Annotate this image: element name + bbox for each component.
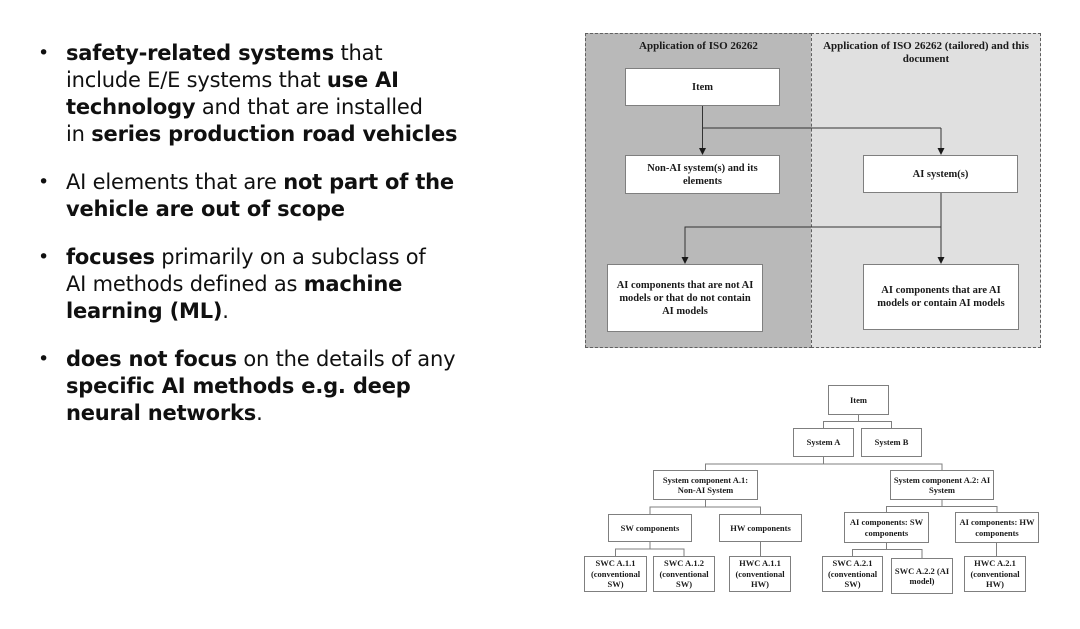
tree-node-component-a1: System component A.1: Non-AI System [653, 470, 758, 500]
tree-node-swc-a12: SWC A.1.2 (conventional SW) [653, 556, 715, 592]
node-item: Item [625, 68, 780, 106]
tree-node-item: Item [828, 385, 889, 415]
tree-node-swc-a22: SWC A.2.2 (AI model) [891, 558, 953, 594]
tree-node-hwc-a21: HWC A.2.1 (conventional HW) [964, 556, 1026, 592]
iso-scope-diagram: Application of ISO 26262 Application of … [585, 33, 1041, 350]
node-ai-components-models: AI components that are AI models or cont… [863, 264, 1019, 330]
bullet-marker: • [38, 348, 50, 370]
item-decomposition-tree: Item System A System B System component … [575, 375, 1045, 610]
tree-node-hw-components: HW components [719, 514, 802, 542]
tree-node-ai-sw-components: AI components: SW components [844, 512, 929, 543]
node-ai-systems: AI system(s) [863, 155, 1018, 193]
tree-node-swc-a11: SWC A.1.1 (conventional SW) [584, 556, 647, 592]
bullet-marker: • [38, 246, 50, 268]
tree-node-system-a: System A [793, 428, 854, 457]
bullet-marker: • [38, 42, 50, 64]
tree-node-sw-components: SW components [608, 514, 692, 542]
bullet-marker: • [38, 171, 50, 193]
node-non-ai-systems: Non-AI system(s) and its elements [625, 155, 780, 194]
tree-node-system-b: System B [861, 428, 922, 457]
tree-node-hwc-a11: HWC A.1.1 (conventional HW) [729, 556, 791, 592]
tree-node-component-a2: System component A.2: AI System [890, 470, 994, 500]
tree-node-ai-hw-components: AI components: HW components [955, 512, 1039, 543]
panel-title: Application of ISO 26262 (tailored) and … [823, 40, 1029, 65]
node-ai-components-non-models: AI components that are not AI models or … [607, 264, 763, 332]
panel-title: Application of ISO 26262 [639, 40, 758, 52]
tree-node-swc-a21: SWC A.2.1 (conventional SW) [822, 556, 883, 592]
